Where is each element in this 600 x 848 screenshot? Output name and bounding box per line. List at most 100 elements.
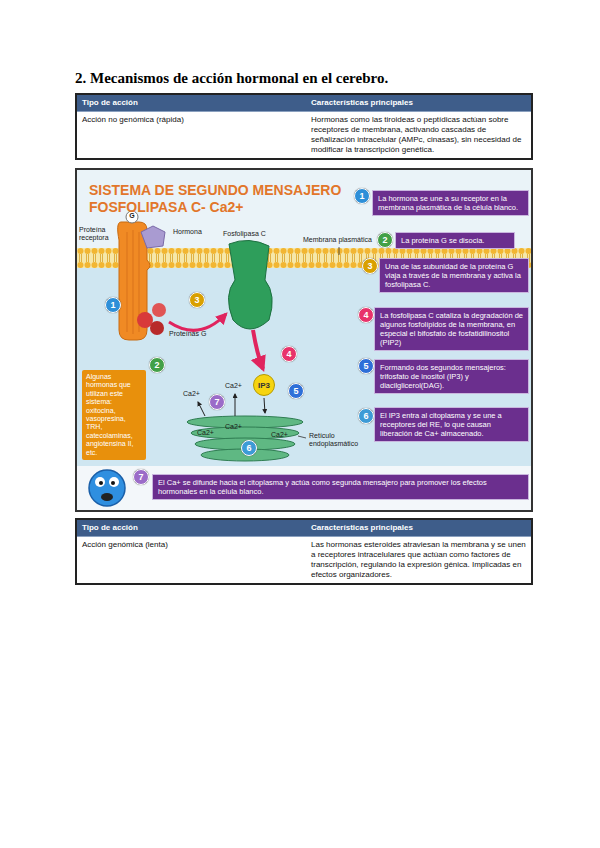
- node-text: La fosfolipasa C cataliza la degradación…: [380, 311, 523, 347]
- callout-number: 4: [363, 310, 368, 320]
- activation-arrow: [169, 314, 263, 369]
- node-text: IP3: [258, 381, 270, 390]
- node-text: El Ca+ se difunde hacia el citoplasma y …: [158, 478, 523, 496]
- step-box: La fosfolipasa C cataliza la degradación…: [374, 307, 529, 351]
- callout-number: 4: [286, 349, 291, 359]
- calcium-release-arrow: [198, 402, 205, 416]
- callout-number: 3: [194, 295, 199, 305]
- ion-label: Ca2+: [271, 431, 293, 439]
- callout-number: 3: [362, 258, 378, 274]
- callout-number: 5: [363, 361, 368, 371]
- ion-label: Ca2+: [197, 429, 219, 437]
- g-proteins: [150, 321, 164, 335]
- step-box: El Ca+ se difunde hacia el citoplasma y …: [152, 474, 529, 500]
- hormone-molecule: [141, 226, 165, 248]
- page-heading: 2. Mecanismos de acción hormonal en el c…: [75, 70, 533, 87]
- g-proteins: [137, 303, 166, 335]
- leader-line: [339, 247, 340, 255]
- cartoon-face: [95, 477, 105, 487]
- node-text: El IP3 entra al citoplasma y se une a re…: [380, 411, 523, 438]
- phospholipase-c: [228, 240, 272, 329]
- callout-number: 6: [358, 408, 374, 424]
- callout-number: 6: [363, 411, 368, 421]
- callout-number: 2: [382, 235, 387, 245]
- activation-arrow: [253, 330, 263, 369]
- page-column: 2. Mecanismos de acción hormonal en el c…: [75, 70, 533, 585]
- step-box: La hormona se une a su receptor en la me…: [372, 190, 529, 216]
- part-label: G: [126, 212, 138, 220]
- callout-number: 2: [154, 360, 159, 370]
- callout-number: 1: [110, 300, 115, 310]
- node-text: Algunas hormonas que utilizan este siste…: [86, 373, 142, 457]
- ion-label: Ca2+: [225, 382, 247, 390]
- illustration-panel: SISTEMA DE SEGUNDO MENSAJERO FOSFOLIPASA…: [75, 168, 533, 512]
- table-cell: Tipo de acción: [77, 95, 306, 111]
- node-text: Formando dos segundos mensajeros: trifos…: [380, 363, 523, 390]
- step-box: La proteína G se disocia.: [395, 232, 515, 249]
- calcium-release-arrow: [235, 394, 236, 416]
- table-row: Acción genómica (lenta)Las hormonas este…: [77, 536, 531, 583]
- callout-number: 1: [359, 191, 364, 201]
- summary-table: Tipo de acciónCaracterísticas principale…: [75, 518, 533, 585]
- endoplasmic-reticulum: [187, 416, 303, 461]
- cartoon-face: [89, 470, 125, 506]
- callout-number: 4: [358, 307, 374, 323]
- node-text: La hormona se une a su receptor en la me…: [378, 194, 523, 212]
- callout-number: 3: [367, 261, 372, 271]
- hormone-list-box: Algunas hormonas que utilizan este siste…: [82, 370, 146, 460]
- callout-number: 7: [214, 397, 219, 407]
- node-text: Una de las subunidad de la proteína G vi…: [385, 262, 523, 289]
- part-label: Retículo endoplasmático: [309, 432, 365, 448]
- leader-line: [298, 247, 339, 438]
- node-text: La proteína G se disocia.: [401, 236, 509, 245]
- cartoon-face: [111, 481, 115, 485]
- step-box: Una de las subunidad de la proteína G vi…: [379, 258, 529, 293]
- diagram-title: SISTEMA DE SEGUNDO MENSAJERO FOSFOLIPASA…: [89, 182, 359, 216]
- endoplasmic-reticulum: [191, 427, 299, 439]
- table-header: Tipo de acciónCaracterísticas principale…: [77, 95, 531, 111]
- extracellular-space: [77, 170, 531, 248]
- table-cell: Características principales: [306, 520, 531, 536]
- callout-number: 7: [138, 472, 143, 482]
- callout-number: 5: [358, 358, 374, 374]
- callout-number: 2: [149, 357, 165, 373]
- part-label: Membrana plasmática: [303, 236, 385, 244]
- bottom-strip: [77, 466, 531, 510]
- cartoon-face: [89, 470, 125, 506]
- table-header: Tipo de acciónCaracterísticas principale…: [77, 520, 531, 536]
- ion-label: Ca2+: [183, 390, 205, 398]
- part-label: Hormona: [173, 228, 217, 236]
- part-label: Proteína receptora: [79, 226, 115, 242]
- summary-table: Tipo de acciónCaracterísticas principale…: [75, 93, 533, 160]
- calcium-release-arrow: [198, 394, 265, 416]
- callout-number: 6: [246, 443, 251, 453]
- table-cell: Las hormonas esteroides atraviesan la me…: [306, 537, 531, 583]
- callout-number: 7: [133, 469, 149, 485]
- ip3-molecule: IP3: [253, 374, 275, 396]
- callout-number: 1: [354, 188, 370, 204]
- leader-line: [298, 436, 306, 438]
- table-cell: Acción genómica (lenta): [77, 537, 306, 583]
- cartoon-face: [109, 477, 119, 487]
- ion-label: Ca2+: [225, 423, 247, 431]
- phospholipase-c: [228, 240, 272, 329]
- table-cell: Características principales: [306, 95, 531, 111]
- callout-number: 1: [105, 297, 121, 313]
- callout-number: 5: [293, 386, 298, 396]
- callout-number: 5: [288, 383, 304, 399]
- hormone-molecule: [141, 226, 165, 248]
- table-cell: Acción no genómica (rápida): [77, 112, 306, 158]
- callout-number: 6: [241, 440, 257, 456]
- table-cell: Tipo de acción: [77, 520, 306, 536]
- g-proteins: [152, 303, 166, 317]
- receptor-protein: [127, 232, 128, 332]
- callout-number: 4: [281, 346, 297, 362]
- table-cell: Hormonas como las tiroideas o peptídicas…: [306, 112, 531, 158]
- callout-number: 7: [209, 394, 225, 410]
- table-row: Acción no genómica (rápida)Hormonas como…: [77, 111, 531, 158]
- receptor-protein: [133, 230, 134, 334]
- part-label: Fosfolipasa C: [223, 230, 287, 238]
- part-label: Proteínas G: [169, 330, 219, 338]
- step-box: Formando dos segundos mensajeros: trifos…: [374, 359, 529, 394]
- extracellular-space: [77, 170, 531, 248]
